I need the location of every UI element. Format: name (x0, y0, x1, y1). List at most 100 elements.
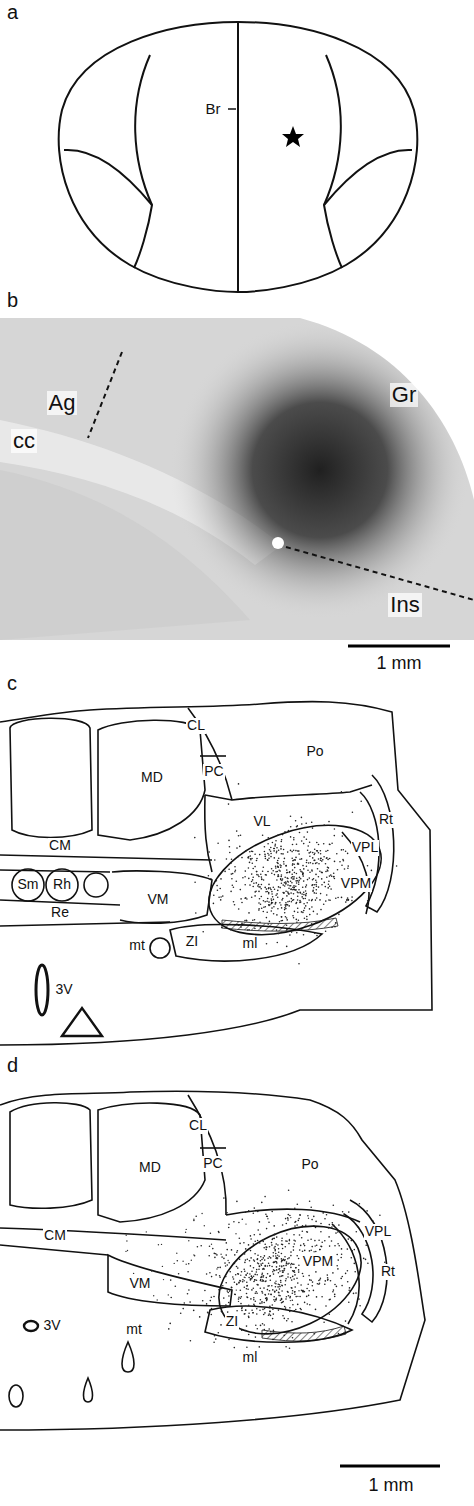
neuron-dot (294, 1294, 296, 1296)
neuron-dot (306, 902, 308, 904)
neuron-dot (220, 878, 222, 880)
neuron-dot (213, 1296, 215, 1298)
neuron-dot (296, 873, 298, 875)
neuron-dot (299, 892, 301, 894)
neuron-dot (218, 1231, 220, 1233)
neuron-dot (275, 894, 277, 896)
neuron-dot (290, 1255, 292, 1257)
neuron-dot (240, 1280, 242, 1282)
neuron-dot (215, 1274, 217, 1276)
area-label: Ag (47, 391, 78, 415)
neuron-dot (302, 865, 304, 867)
neuron-dot (272, 870, 274, 872)
neuron-dot (231, 1287, 233, 1289)
neuron-dot (257, 1211, 259, 1213)
neuron-dot (295, 1221, 297, 1223)
neuron-dot (252, 863, 254, 865)
neuron-dot (316, 1245, 318, 1247)
neuron-dot (231, 858, 233, 860)
neuron-dot (168, 1328, 170, 1330)
neuron-dot (221, 927, 223, 929)
neuron-dot (226, 858, 228, 860)
neuron-dot (281, 899, 283, 901)
neuron-dot (258, 876, 260, 878)
neuron-dot (272, 896, 274, 898)
neuron-dot (312, 884, 314, 886)
neuron-dot (252, 1277, 254, 1279)
neuron-dot (294, 867, 296, 869)
neuron-dot (229, 1271, 231, 1273)
neuron-dot (302, 875, 304, 877)
neuron-dot (269, 1290, 271, 1292)
neuron-dot (245, 1259, 247, 1261)
neuron-dot (245, 1248, 247, 1250)
neuron-dot (244, 1286, 246, 1288)
neuron-dot (257, 1258, 259, 1260)
neuron-dot (290, 1296, 292, 1298)
neuron-dot (281, 1243, 283, 1245)
neuron-dot (267, 1289, 269, 1291)
neuron-dot (286, 946, 288, 948)
neuron-dot (329, 1313, 331, 1315)
neuron-dot (241, 1330, 243, 1332)
landmark-label: Br (205, 101, 222, 118)
panel-letter: a (6, 1, 19, 23)
neuron-dot (216, 1254, 218, 1256)
neuron-dot (294, 1274, 296, 1276)
neuron-dot (295, 886, 297, 888)
neuron-dot (273, 1225, 275, 1227)
neuron-dot (278, 886, 280, 888)
neuron-dot (266, 1277, 268, 1279)
neuron-dot (299, 832, 301, 834)
neuron-dot (239, 1258, 241, 1260)
neuron-dot (263, 867, 265, 869)
neuron-dot (273, 1255, 275, 1257)
neuron-dot (259, 1265, 261, 1267)
neuron-dot (302, 1273, 304, 1275)
neuron-dot (251, 881, 253, 883)
neuron-dot (281, 1298, 283, 1300)
neuron-dot (325, 850, 327, 852)
neuron-dot (227, 1290, 229, 1292)
neuron-dot (272, 1289, 274, 1291)
neuron-dot (320, 1246, 322, 1248)
neuron-dot (296, 877, 298, 879)
scale-label: 1 mm (368, 1476, 415, 1496)
neuron-dot (286, 1233, 287, 1234)
neuron-dot (262, 1292, 264, 1294)
neuron-dot (264, 887, 266, 889)
neuron-dot (175, 1285, 177, 1287)
neuron-dot (217, 889, 219, 891)
neuron-dot (297, 1296, 298, 1297)
neuron-dot (291, 1287, 293, 1289)
neuron-dot (343, 849, 345, 851)
neuron-dot (273, 1269, 275, 1271)
neuron-dot (270, 847, 272, 849)
neuron-dot (275, 844, 277, 846)
neuron-dot (238, 1282, 240, 1284)
neuron-dot (177, 1260, 179, 1262)
neuron-dot (286, 904, 288, 906)
neuron-dot (246, 1296, 248, 1298)
neuron-dot (231, 873, 233, 875)
neuron-dot (271, 893, 273, 895)
neuron-dot (216, 885, 218, 887)
neuron-dot (237, 1273, 239, 1275)
neuron-dot (341, 849, 343, 851)
neuron-dot (273, 1273, 275, 1275)
neuron-dot (311, 822, 313, 824)
neuron-dot (276, 1257, 278, 1259)
neuron-dot (252, 851, 254, 853)
neuron-dot (267, 843, 269, 845)
neuron-dot (213, 1342, 215, 1344)
neuron-dot (274, 1250, 276, 1252)
neuron-dot (321, 872, 323, 874)
neuron-dot (238, 856, 240, 858)
neuron-dot (290, 1300, 291, 1301)
neuron-dot (268, 1314, 270, 1316)
neuron-dot (237, 1267, 239, 1269)
neuron-dot (244, 898, 246, 900)
neuron-dot (244, 1253, 246, 1255)
neuron-dot (345, 850, 347, 852)
